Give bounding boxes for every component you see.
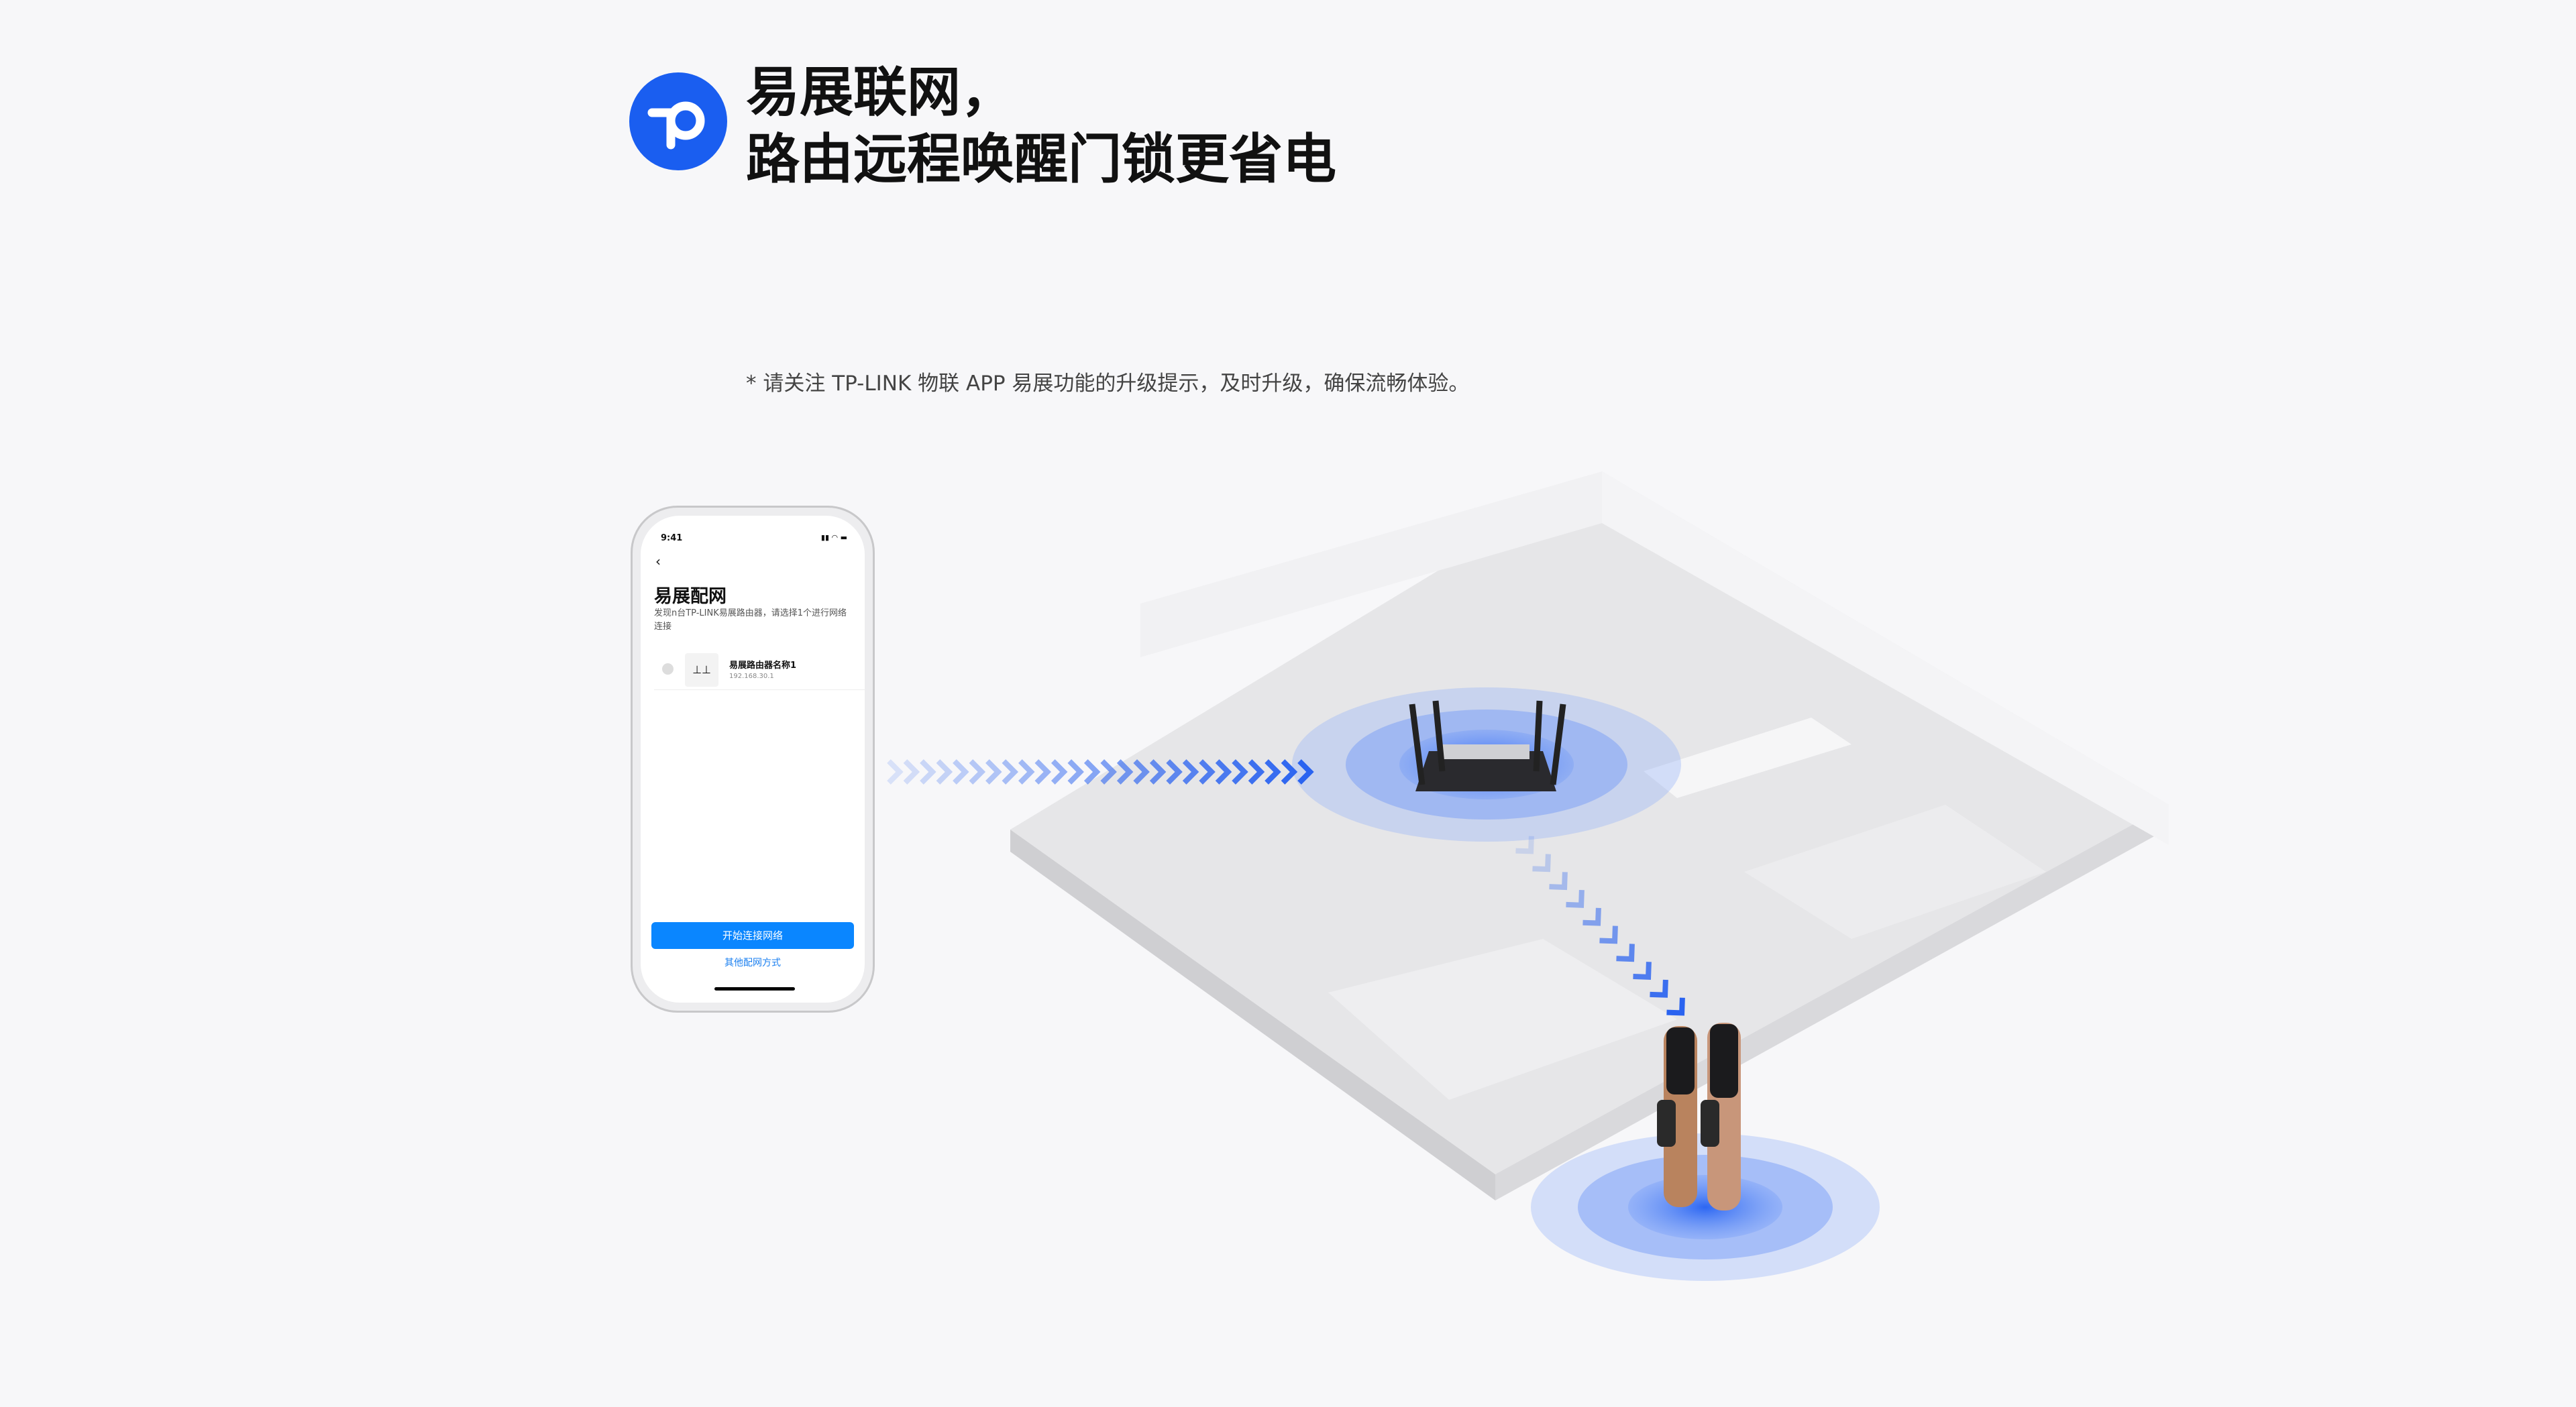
device-list-item[interactable]: ⊥⊥ 易展路由器名称1 192.168.30.1: [654, 649, 865, 690]
smart-lock-icon: [1657, 1023, 1741, 1211]
signal-chevron: [1067, 759, 1084, 785]
signal-chevron: [1549, 872, 1568, 891]
signal-chevron: [1515, 836, 1534, 854]
signal-chevron: [1182, 759, 1199, 785]
device-ip: 192.168.30.1: [729, 673, 774, 680]
device-name: 易展路由器名称1: [729, 661, 797, 671]
signal-chevron: [1232, 759, 1248, 785]
title-line-1: 易展联网，: [746, 61, 1014, 123]
upgrade-note: * 请关注 TP-LINK 物联 APP 易展功能的升级提示，及时升级，确保流畅…: [746, 372, 1470, 396]
signal-chevron: [1599, 925, 1618, 944]
status-time: 9:41: [661, 533, 683, 543]
title-line-2: 路由远程唤醒门锁更省电: [746, 128, 1336, 190]
signal-chevron: [1018, 759, 1035, 785]
router-icon: [1409, 700, 1566, 791]
signal-chevron: [1133, 759, 1150, 785]
floor-plan: [1010, 471, 2169, 1200]
screen-subtitle: 发现n台TP-LINK易展路由器，请选择1个进行网络连接: [654, 608, 847, 632]
signal-chevron: [903, 759, 920, 785]
screen-title: 易展配网: [654, 586, 727, 607]
start-connect-button[interactable]: 开始连接网络: [651, 922, 854, 949]
back-icon[interactable]: ‹: [655, 553, 661, 569]
signal-chevron: [1616, 944, 1635, 962]
signal-chevron: [1265, 759, 1281, 785]
signal-chevron: [1281, 759, 1298, 785]
signal-chevron: [969, 759, 986, 785]
other-method-link[interactable]: 其他配网方式: [724, 958, 781, 968]
phone-screen: 9:41 ▮▮ ◠ ▬ ‹ 易展配网 发现n台TP-LINK易展路由器，请选择1…: [641, 516, 865, 1003]
signal-chevron: [920, 759, 936, 785]
signal-chevron: [1002, 759, 1019, 785]
signal-chevron: [1297, 759, 1314, 785]
home-indicator: [714, 987, 795, 991]
signal-chevron: [1116, 759, 1134, 785]
signal-chevron: [1100, 759, 1117, 785]
signal-chevron: [1633, 962, 1652, 980]
signal-chevron: [1582, 907, 1601, 926]
signal-chevron: [1051, 759, 1068, 785]
phone-mockup: 9:41 ▮▮ ◠ ▬ ‹ 易展配网 发现n台TP-LINK易展路由器，请选择1…: [631, 506, 875, 1013]
signal-chevron: [1666, 997, 1685, 1016]
signal-arrows-horizontal: [887, 759, 1314, 785]
device-radio[interactable]: [662, 663, 674, 675]
signal-chevron: [1248, 759, 1265, 785]
router-thumbnail-icon: ⊥⊥: [685, 653, 718, 687]
signal-chevron: [1650, 979, 1668, 998]
signal-chevron: [1149, 759, 1167, 785]
signal-chevron: [1166, 759, 1183, 785]
tp-link-logo: [629, 72, 727, 170]
status-icons: ▮▮ ◠ ▬: [820, 533, 847, 542]
signal-chevron: [985, 759, 1002, 785]
signal-arrows-diagonal: [1515, 836, 1685, 1016]
signal-chevron: [1199, 759, 1216, 785]
lock-signal-rings: [1531, 1133, 1880, 1281]
signal-chevron: [1215, 759, 1232, 785]
signal-chevron: [1532, 854, 1551, 873]
signal-chevron: [936, 759, 953, 785]
signal-chevron: [1034, 759, 1051, 785]
signal-chevron: [1566, 889, 1585, 908]
signal-chevron: [1083, 759, 1101, 785]
signal-chevron: [953, 759, 969, 785]
signal-chevron: [887, 759, 904, 785]
page-title: 易展联网， 路由远程唤醒门锁更省电: [746, 59, 1336, 193]
